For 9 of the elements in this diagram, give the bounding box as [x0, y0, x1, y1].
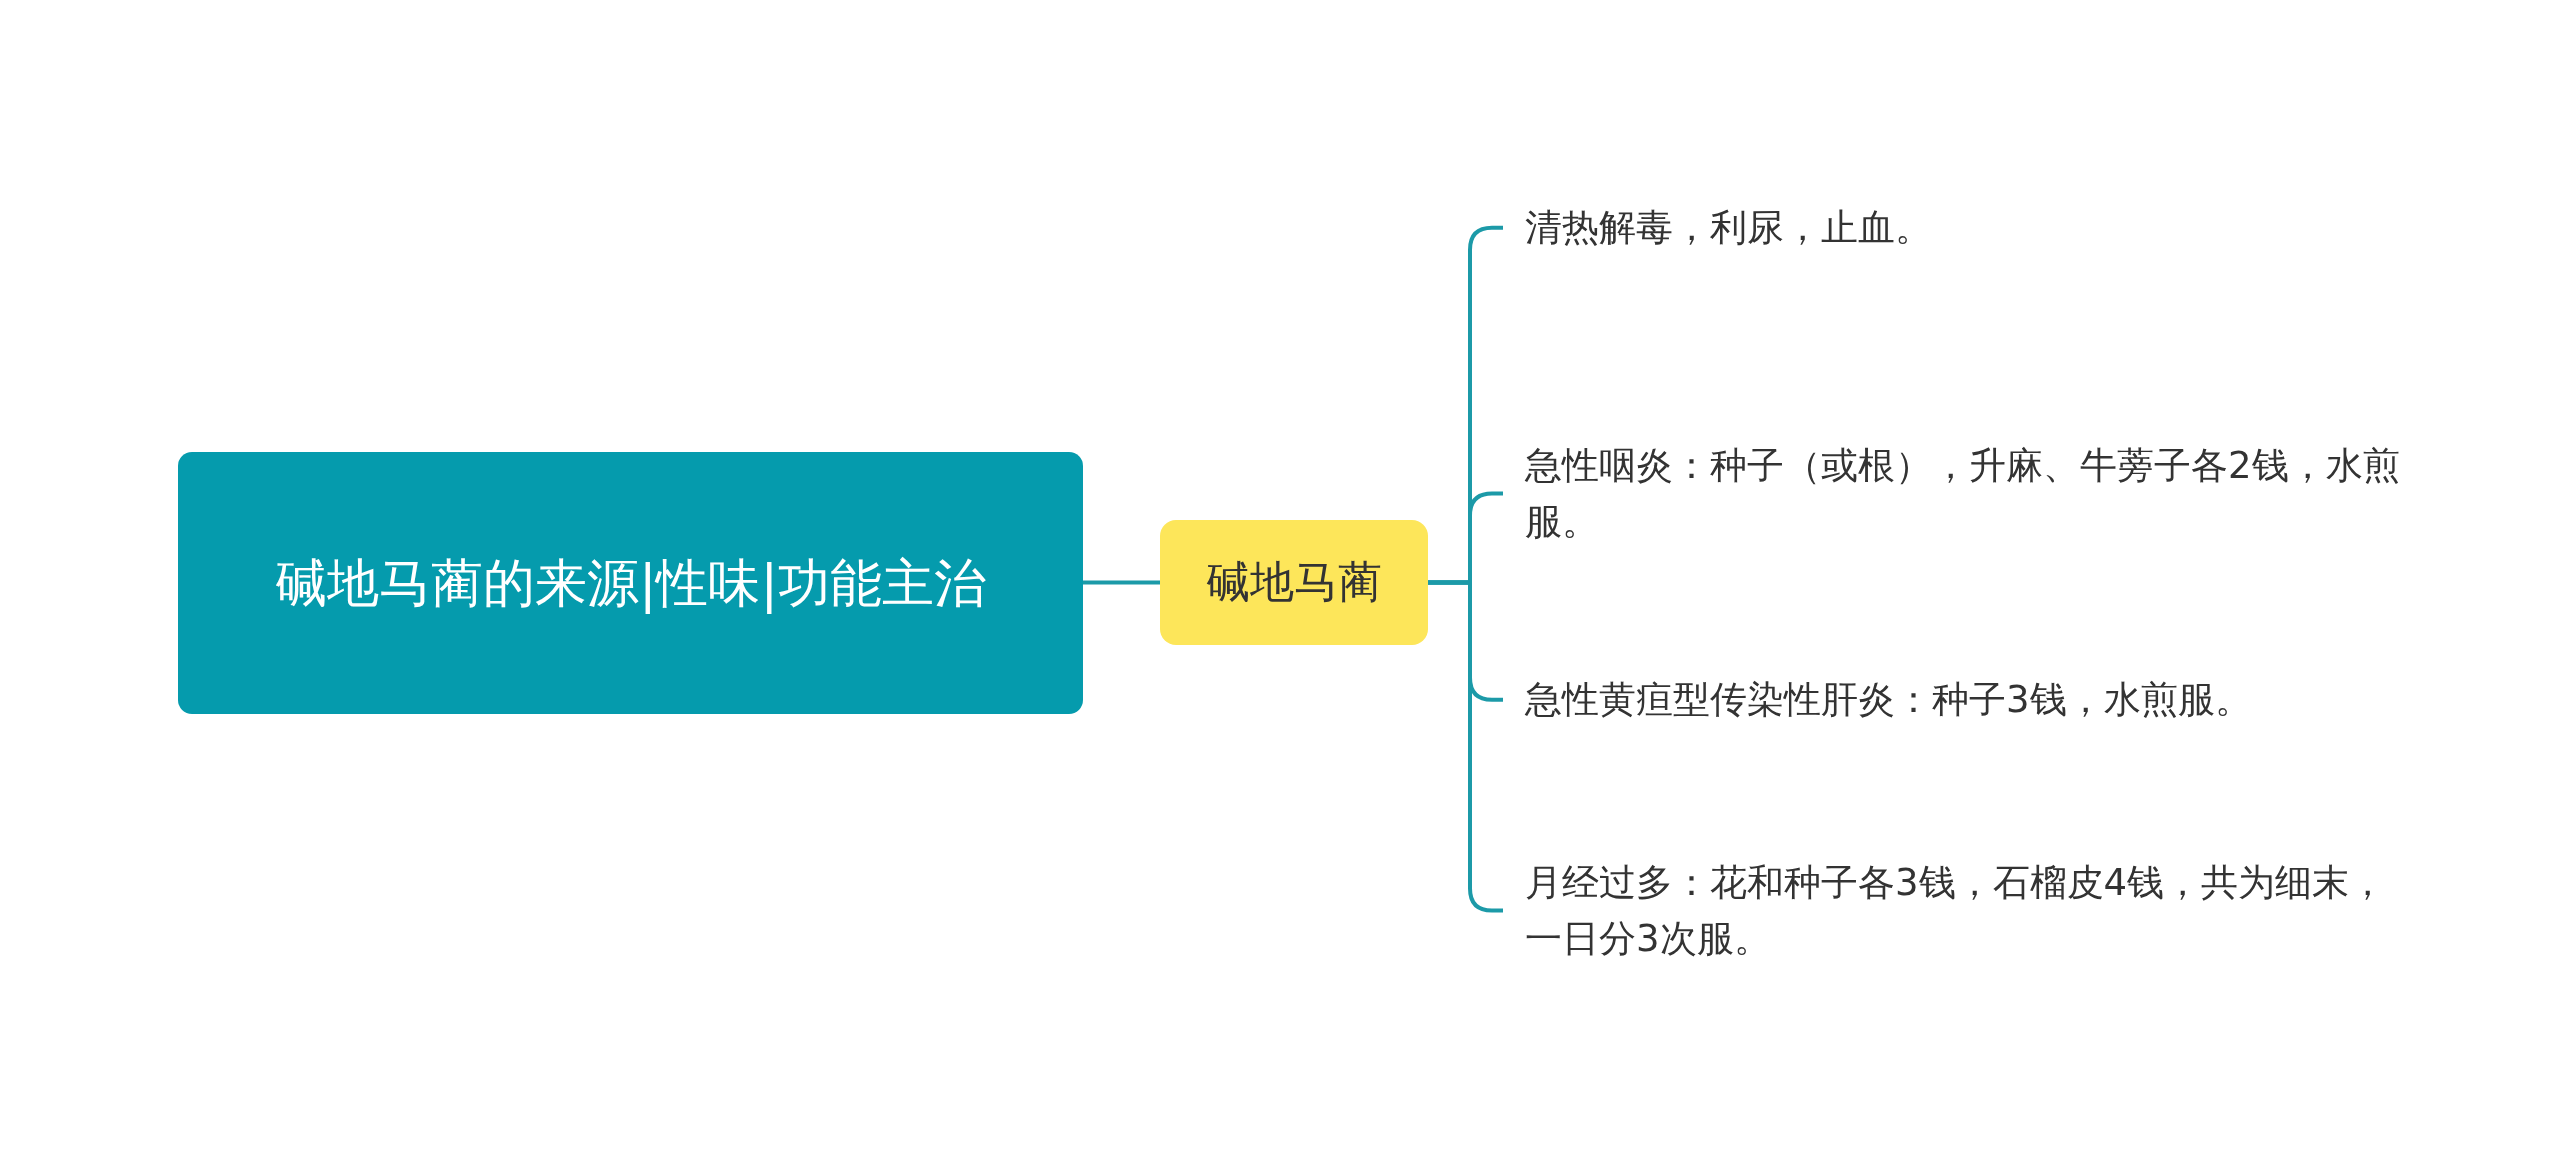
- root-topic-box: [178, 452, 1083, 714]
- topic-box: [1160, 520, 1428, 645]
- topic-text: 碱地马蔺的来源|性味|功能主治: [274, 552, 986, 616]
- branch-text: 清热解毒，利尿，止血。: [1525, 206, 1932, 249]
- connector-line: [1083, 580, 1160, 585]
- branch-text: 急性咽炎：种子（或根），升麻、牛蒡子各2钱，水煎服。: [1525, 444, 2400, 543]
- topic-text: 碱地马蔺: [1206, 555, 1382, 609]
- branch-text: 月经过多：花和种子各3钱，石榴皮4钱，共为细末，一日分3次服。: [1525, 861, 2387, 960]
- branch-text: 急性黄疸型传染性肝炎：种子3钱，水煎服。: [1525, 678, 2252, 721]
